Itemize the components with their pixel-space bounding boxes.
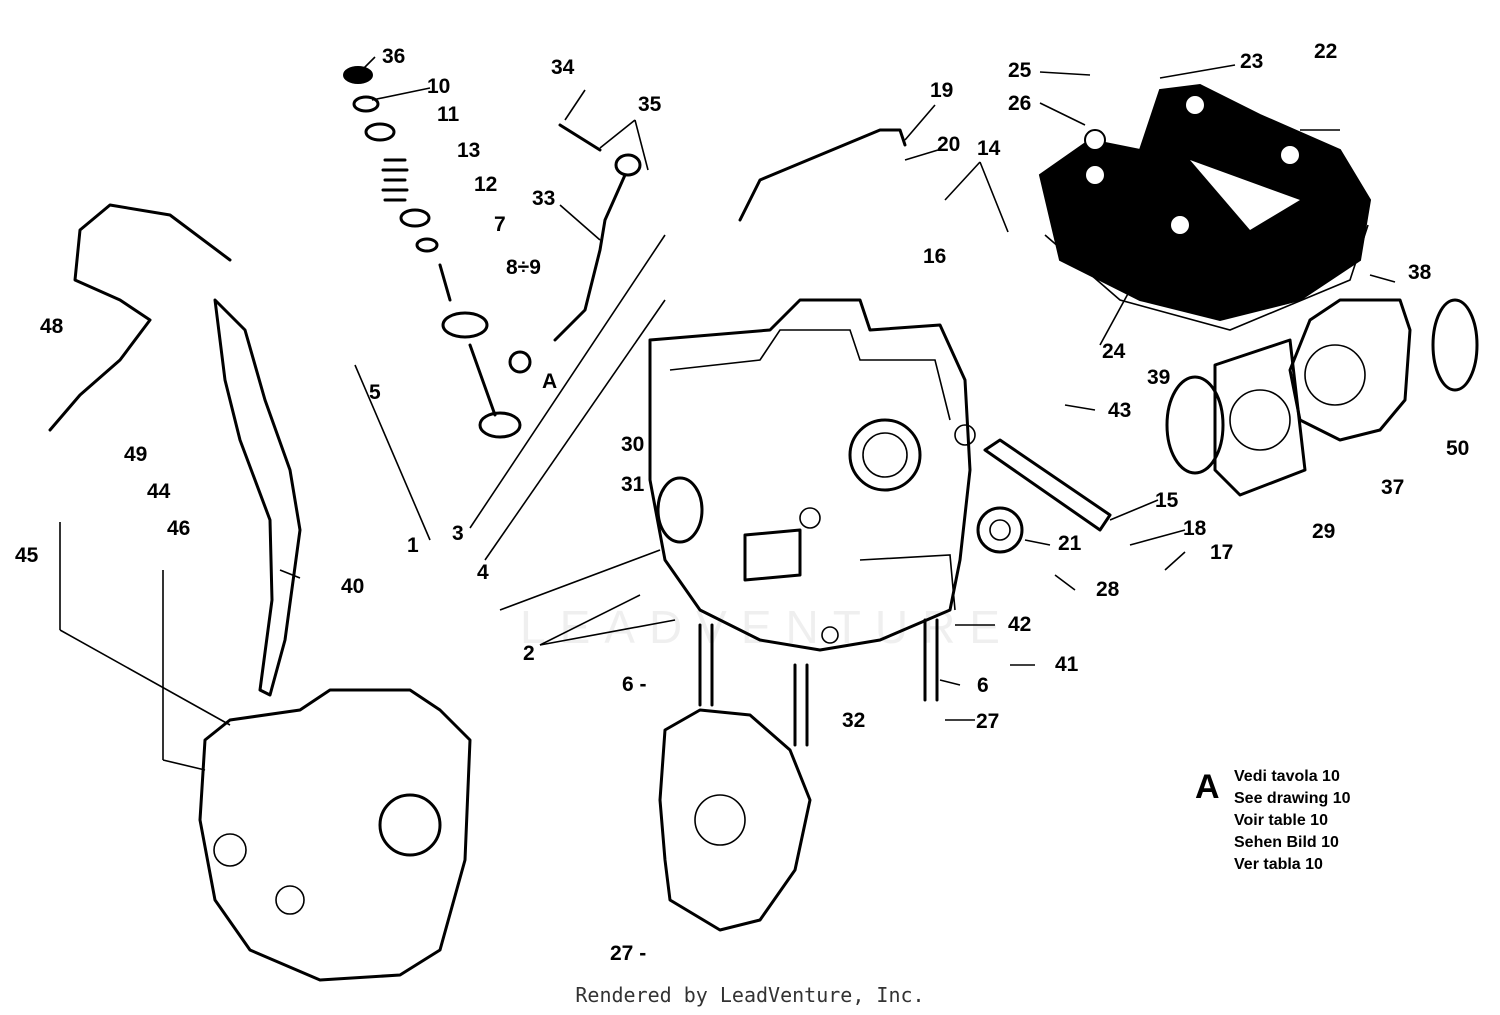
callout-38: 38 [1408, 261, 1432, 284]
callout-30: 30 [621, 433, 645, 456]
callout-32: 32 [842, 709, 866, 732]
oil-line [508, 123, 642, 374]
callout-27-mid: 27 [976, 710, 1000, 733]
callout-4: 4 [477, 561, 489, 584]
callout-14: 14 [977, 137, 1001, 160]
leader-lines [59, 56, 1396, 771]
callout-13: 13 [457, 139, 481, 162]
throttle-cable [48, 203, 232, 432]
callout-12: 12 [474, 173, 498, 196]
breather-pipe [738, 128, 907, 222]
callout-23: 23 [1240, 50, 1264, 73]
callout-35: 35 [638, 93, 662, 116]
callout-1: 1 [407, 534, 419, 557]
callout-34: 34 [551, 56, 575, 79]
callout-2: 2 [523, 642, 535, 665]
callout-31: 31 [621, 473, 645, 496]
callout-28: 28 [1096, 578, 1120, 601]
legend-line: See drawing 10 [1234, 790, 1351, 807]
callout-29: 29 [1312, 520, 1336, 543]
legend-line: Ver tabla 10 [1234, 856, 1323, 873]
intake-manifold [1165, 298, 1479, 497]
callout-3: 3 [452, 522, 464, 545]
legend-line: Voir table 10 [1234, 812, 1328, 829]
valve-assembly [343, 66, 522, 439]
callout-27-bottom: 27 - [610, 942, 647, 965]
legend-line: Sehen Bild 10 [1234, 834, 1339, 851]
callout-40: 40 [341, 575, 365, 598]
callout-49: 49 [124, 443, 148, 466]
callout-22: 22 [1314, 40, 1338, 63]
callout-21: 21 [1058, 532, 1082, 555]
rocker-shaft [976, 438, 1112, 554]
callout-20: 20 [937, 133, 961, 156]
callout-50: 50 [1446, 437, 1470, 460]
callout-39: 39 [1147, 366, 1171, 389]
cylinder-head-main [648, 298, 976, 652]
callout-5: 5 [369, 381, 381, 404]
callout-8-9: 8÷9 [506, 256, 541, 279]
callout-19: 19 [930, 79, 954, 102]
callout-11: 11 [437, 103, 460, 126]
callout-45: 45 [15, 544, 39, 567]
legend-line: Vedi tavola 10 [1234, 768, 1340, 785]
legend-text: Vedi tavola 10 See drawing 10 Voir table… [1234, 766, 1351, 876]
callout-25: 25 [1008, 59, 1032, 82]
callout-24: 24 [1102, 340, 1126, 363]
callout-16: 16 [923, 245, 947, 268]
callout-6-left: 6 - [622, 673, 647, 696]
chain-tensioner [213, 298, 302, 697]
valve-cover [1038, 83, 1372, 331]
callout-18: 18 [1183, 517, 1207, 540]
callout-41: 41 [1055, 653, 1079, 676]
studs [698, 618, 939, 747]
watermark: LEADVENTURE [520, 601, 1014, 653]
callout-15: 15 [1155, 489, 1179, 512]
callout-48: 48 [40, 315, 64, 338]
callout-44: 44 [147, 480, 171, 503]
callout-33: 33 [532, 187, 556, 210]
cylinder-block [658, 708, 812, 932]
callout-10: 10 [427, 75, 451, 98]
callout-37: 37 [1381, 476, 1405, 499]
callout-A-arrow: A [542, 370, 558, 393]
callout-26: 26 [1008, 92, 1032, 115]
callout-6-right: 6 [977, 674, 989, 697]
callout-42: 42 [1008, 613, 1032, 636]
callout-36: 36 [382, 45, 406, 68]
callout-17: 17 [1210, 541, 1234, 564]
footer-credit: Rendered by LeadVenture, Inc. [575, 983, 925, 1007]
cylinder-head-lower [198, 688, 472, 982]
callout-43: 43 [1108, 399, 1132, 422]
callout-7: 7 [494, 213, 506, 236]
callout-46: 46 [167, 517, 191, 540]
legend-letter: A [1195, 768, 1220, 806]
